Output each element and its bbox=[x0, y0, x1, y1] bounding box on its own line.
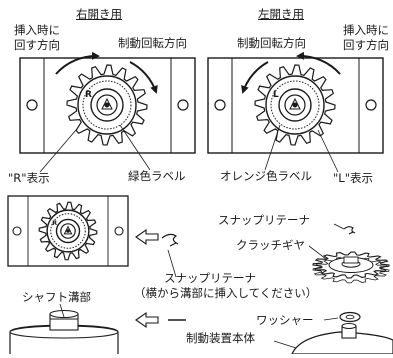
clutch-gear-assembled: R bbox=[38, 201, 98, 261]
gear-mark-text: L bbox=[273, 90, 279, 100]
washer-label: ワッシャー bbox=[256, 313, 314, 327]
insert-direction-label-l: 挿入時に bbox=[343, 23, 389, 37]
insert-direction-label-l: 回す方向 bbox=[343, 38, 389, 52]
right-open-title: 右開き用 bbox=[76, 7, 122, 21]
clutch-gear-l: L bbox=[254, 64, 336, 146]
gear-mark-text: R bbox=[85, 90, 92, 100]
insert-direction-label-r: 挿入時に bbox=[14, 23, 60, 37]
snap-retainer-icon bbox=[343, 226, 356, 235]
l-mark-label: "L"表示 bbox=[333, 171, 373, 185]
brake-body-icon bbox=[291, 323, 393, 355]
r-mark-label: "R"表示 bbox=[8, 171, 50, 185]
right-open-brake: R bbox=[19, 51, 196, 154]
clutch-gear-r: R bbox=[66, 64, 148, 146]
orange-label: オレンジ色ラベル bbox=[220, 169, 312, 183]
insert-rotation-arrow bbox=[296, 51, 341, 75]
snap-retainer-icon bbox=[161, 233, 179, 247]
brake-direction-label-r: 制動回転方向 bbox=[118, 36, 187, 50]
insert-direction-label-r: 回す方向 bbox=[14, 38, 60, 52]
clutch-gear-label: クラッチギヤ bbox=[236, 238, 305, 252]
brake-rotation-arrow bbox=[241, 61, 269, 94]
clutch-gear-perspective bbox=[312, 251, 390, 284]
insert-note: （横から溝部に挿入してください） bbox=[134, 286, 318, 300]
mount-hole bbox=[177, 99, 189, 111]
snap-retainer-label: スナップリテーナ bbox=[164, 271, 256, 285]
shaft-groove-label: シャフト溝部 bbox=[22, 290, 91, 304]
brake-direction-label-l: 制動回転方向 bbox=[237, 36, 306, 50]
brake-rotation-arrow bbox=[129, 61, 158, 94]
mount-hole bbox=[26, 99, 38, 111]
green-label: 緑色ラベル bbox=[128, 169, 186, 183]
left-open-brake: L bbox=[207, 51, 384, 154]
snap-retainer-label-top: スナップリテーナ bbox=[218, 213, 310, 227]
left-open-title: 左開き用 bbox=[258, 7, 304, 21]
insert-arrow-icon bbox=[135, 311, 159, 329]
insert-rotation-arrow bbox=[55, 51, 100, 75]
shaft-groove-icon bbox=[9, 310, 119, 354]
gear-mark-text: R bbox=[52, 219, 57, 227]
brake-body-label: 制動装置本体 bbox=[186, 331, 255, 345]
mount-hole bbox=[365, 99, 377, 111]
assembled-brake: R bbox=[7, 195, 129, 267]
mount-hole bbox=[214, 99, 226, 111]
insert-arrow-icon bbox=[135, 228, 159, 246]
